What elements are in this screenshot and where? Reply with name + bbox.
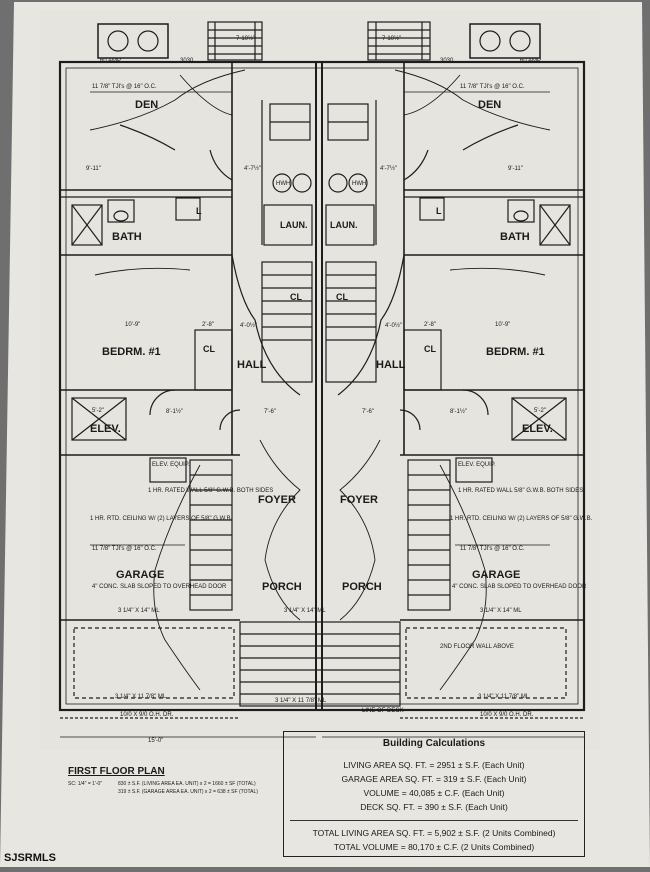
calc-line-living: LIVING AREA SQ. FT. = 2951 ± S.F. (Each … bbox=[343, 760, 525, 770]
note-elev-equip-left: ELEV. EQUIP. bbox=[152, 462, 190, 468]
room-cl-right: CL bbox=[336, 292, 348, 302]
calc-total-volume: TOTAL VOLUME = 80,170 ± C.F. (2 Units Co… bbox=[333, 842, 535, 852]
note-3030-right: 3030 bbox=[440, 58, 454, 64]
room-den-right: DEN bbox=[478, 99, 501, 111]
note-rise-left: 7-10½" bbox=[236, 35, 255, 42]
room-cl-small-left: CL bbox=[203, 344, 215, 354]
note-elev-equip-right: ELEV. EQUIP. bbox=[458, 462, 496, 468]
note-slab-left: 4" CONC. SLAB SLOPED TO OVERHEAD DOOR bbox=[92, 584, 227, 590]
note-rated-ceiling-left: 1 HR. RTD. CEILING W/ (2) LAYERS OF 5/8"… bbox=[90, 516, 233, 522]
room-bedroom-right: BEDRM. #1 bbox=[486, 346, 545, 358]
dim-cl-w-left: 2'-8" bbox=[202, 322, 214, 328]
room-cl-small-right: CL bbox=[424, 344, 436, 354]
room-porch-left: PORCH bbox=[262, 581, 302, 593]
dim-den-width-right: 9'-11" bbox=[508, 166, 523, 172]
dim-bath-w-right: 4'-7½" bbox=[380, 165, 397, 172]
room-porch-right: PORCH bbox=[342, 581, 382, 593]
room-garage-right: GARAGE bbox=[472, 569, 520, 581]
note-joists-garage-right: 11 7/8" TJI's @ 16" O.C. bbox=[460, 546, 525, 552]
rear-stair-left bbox=[207, 21, 263, 61]
calc-line-deck: DECK SQ. FT. = 390 ± S.F. (Each Unit) bbox=[360, 802, 508, 812]
note-ml2-right: 3 1/4" X 11 7/8" ML bbox=[478, 694, 530, 700]
mls-watermark: SJSRMLS bbox=[4, 852, 56, 864]
note-joists-garage-left: 11 7/8" TJI's @ 16" O.C. bbox=[92, 546, 157, 552]
room-bath-left: BATH bbox=[112, 231, 142, 243]
plan-notes: ELEV. EQUIP. ELEV. EQUIP. 1 HR. RATED WA… bbox=[90, 35, 593, 718]
room-hall-right: HALL bbox=[376, 359, 406, 371]
calc-line-garage: GARAGE AREA SQ. FT. = 319 ± S.F. (Each U… bbox=[341, 774, 527, 784]
calc-title: Building Calculations bbox=[382, 738, 486, 749]
dim-elev-w-right: 5'-2" bbox=[534, 408, 546, 414]
room-elev-left: ELEV. bbox=[90, 423, 121, 435]
dim-den-width-left: 9'-11" bbox=[86, 166, 101, 172]
note-ml-left: 3 1/4" X 14" ML bbox=[118, 608, 160, 614]
calc-line-volume: VOLUME = 40,085 ± C.F. (Each Unit) bbox=[363, 788, 505, 798]
dim-bed-width-right: 10'-9" bbox=[495, 322, 510, 328]
plan-area-note-2: 319 ± S.F. (GARAGE AREA EA. UNIT) x 2 = … bbox=[118, 789, 258, 795]
dim-foyer-w-left: 7'-6" bbox=[264, 409, 276, 415]
plan-area-note-1: 830 ± S.F. (LIVING AREA EA. UNIT) x 2 = … bbox=[118, 781, 256, 787]
dimension-labels: 9'-11" 9'-11" 10'-9" 10'-9" 4'-7½" 4'-7½… bbox=[86, 165, 546, 744]
room-laun-left: LAUN. bbox=[280, 220, 308, 230]
ac-unit-right bbox=[469, 23, 541, 59]
calc-total-living: TOTAL LIVING AREA SQ. FT. = 5,902 ± S.F.… bbox=[312, 828, 556, 838]
dim-cl-w-right: 2'-8" bbox=[424, 322, 436, 328]
note-slab-right: 4" CONC. SLAB SLOPED TO OVERHEAD DOOR bbox=[452, 584, 587, 590]
dim-bath-w-left: 4'-7½" bbox=[244, 165, 261, 172]
garage-stair-left bbox=[189, 459, 233, 611]
plan-title: FIRST FLOOR PLAN bbox=[68, 766, 165, 777]
note-door-right: 10/0 X 9/0 O.H. DR. bbox=[480, 712, 534, 718]
note-ml2-left: 3 1/4" X 11 7/8" ML bbox=[115, 694, 167, 700]
note-3030-left: 3030 bbox=[180, 58, 194, 64]
note-second-floor-wall: 2ND FLOOR WALL ABOVE bbox=[440, 644, 514, 650]
note-ml2-center: 3 1/4" X 11 7/8" ML bbox=[275, 698, 327, 704]
room-elev-right: ELEV. bbox=[522, 423, 553, 435]
room-garage-left: GARAGE bbox=[116, 569, 164, 581]
note-ml-right: 3 1/4" X 14" ML bbox=[480, 608, 522, 614]
dim-elev-w-left: 5'-2" bbox=[92, 408, 104, 414]
dim-stair-w-left: 8'-1½" bbox=[166, 408, 183, 415]
note-rated-ceiling-right: 1 HR. RTD. CEILING W/ (2) LAYERS OF 5/8"… bbox=[450, 516, 593, 522]
note-hwh-right: HWH bbox=[352, 181, 366, 187]
note-rated-wall-left: 1 HR. RATED WALL 5/8" G.W.B. BOTH SIDES bbox=[148, 488, 273, 494]
room-bath-right: BATH bbox=[500, 231, 530, 243]
note-ml-center: 3 1/4" X 14" ML bbox=[284, 608, 326, 614]
paper-shade bbox=[40, 10, 600, 750]
room-laun-right: LAUN. bbox=[330, 220, 358, 230]
plan-scale: SC: 1/4" = 1'-0" bbox=[68, 781, 103, 787]
room-labels: DEN DEN BATH BATH BEDRM. #1 BEDRM. #1 HA… bbox=[90, 99, 553, 593]
room-l-left: L bbox=[196, 206, 202, 216]
room-den-left: DEN bbox=[135, 99, 158, 111]
note-door-left: 10/0 X 9/0 O.H. DR. bbox=[120, 712, 174, 718]
garage-stair-right bbox=[407, 459, 451, 611]
note-joists-den-right: 11 7/8" TJI's @ 16" O.C. bbox=[460, 84, 525, 90]
room-foyer-right: FOYER bbox=[340, 494, 378, 506]
note-hwh-left: HWH bbox=[276, 181, 290, 187]
calc-divider bbox=[290, 820, 578, 821]
room-cl-left: CL bbox=[290, 292, 302, 302]
dim-bed-width-left: 10'-9" bbox=[125, 322, 140, 328]
building-calculations-box: Building Calculations LIVING AREA SQ. FT… bbox=[283, 731, 585, 857]
room-l-right: L bbox=[436, 206, 442, 216]
room-hall-left: HALL bbox=[237, 359, 267, 371]
room-foyer-left: FOYER bbox=[258, 494, 296, 506]
dim-hall-w-left: 4'-0½" bbox=[240, 322, 257, 329]
note-rise-right: 7-10½" bbox=[382, 35, 401, 42]
note-rated-wall-right: 1 HR. RATED WALL 5/8" G.W.B. BOTH SIDES bbox=[458, 488, 583, 494]
note-amp-right: 60 AMP bbox=[520, 58, 541, 64]
dim-bottom-left: 15'-0" bbox=[148, 738, 163, 744]
front-stairs bbox=[239, 621, 401, 707]
dim-hall-w-right: 4'-0½" bbox=[385, 322, 402, 329]
ac-unit-left bbox=[97, 23, 169, 59]
note-line-of-deck: LINE OF DECK bbox=[362, 708, 404, 714]
rear-stair-right bbox=[367, 21, 431, 61]
room-bedroom-left: BEDRM. #1 bbox=[102, 346, 161, 358]
note-amp-left: 60 AMP bbox=[100, 58, 121, 64]
dim-stair-w-right: 8'-1½" bbox=[450, 408, 467, 415]
note-joists-den-left: 11 7/8" TJI's @ 16" O.C. bbox=[92, 84, 157, 90]
dim-foyer-w-right: 7'-6" bbox=[362, 409, 374, 415]
